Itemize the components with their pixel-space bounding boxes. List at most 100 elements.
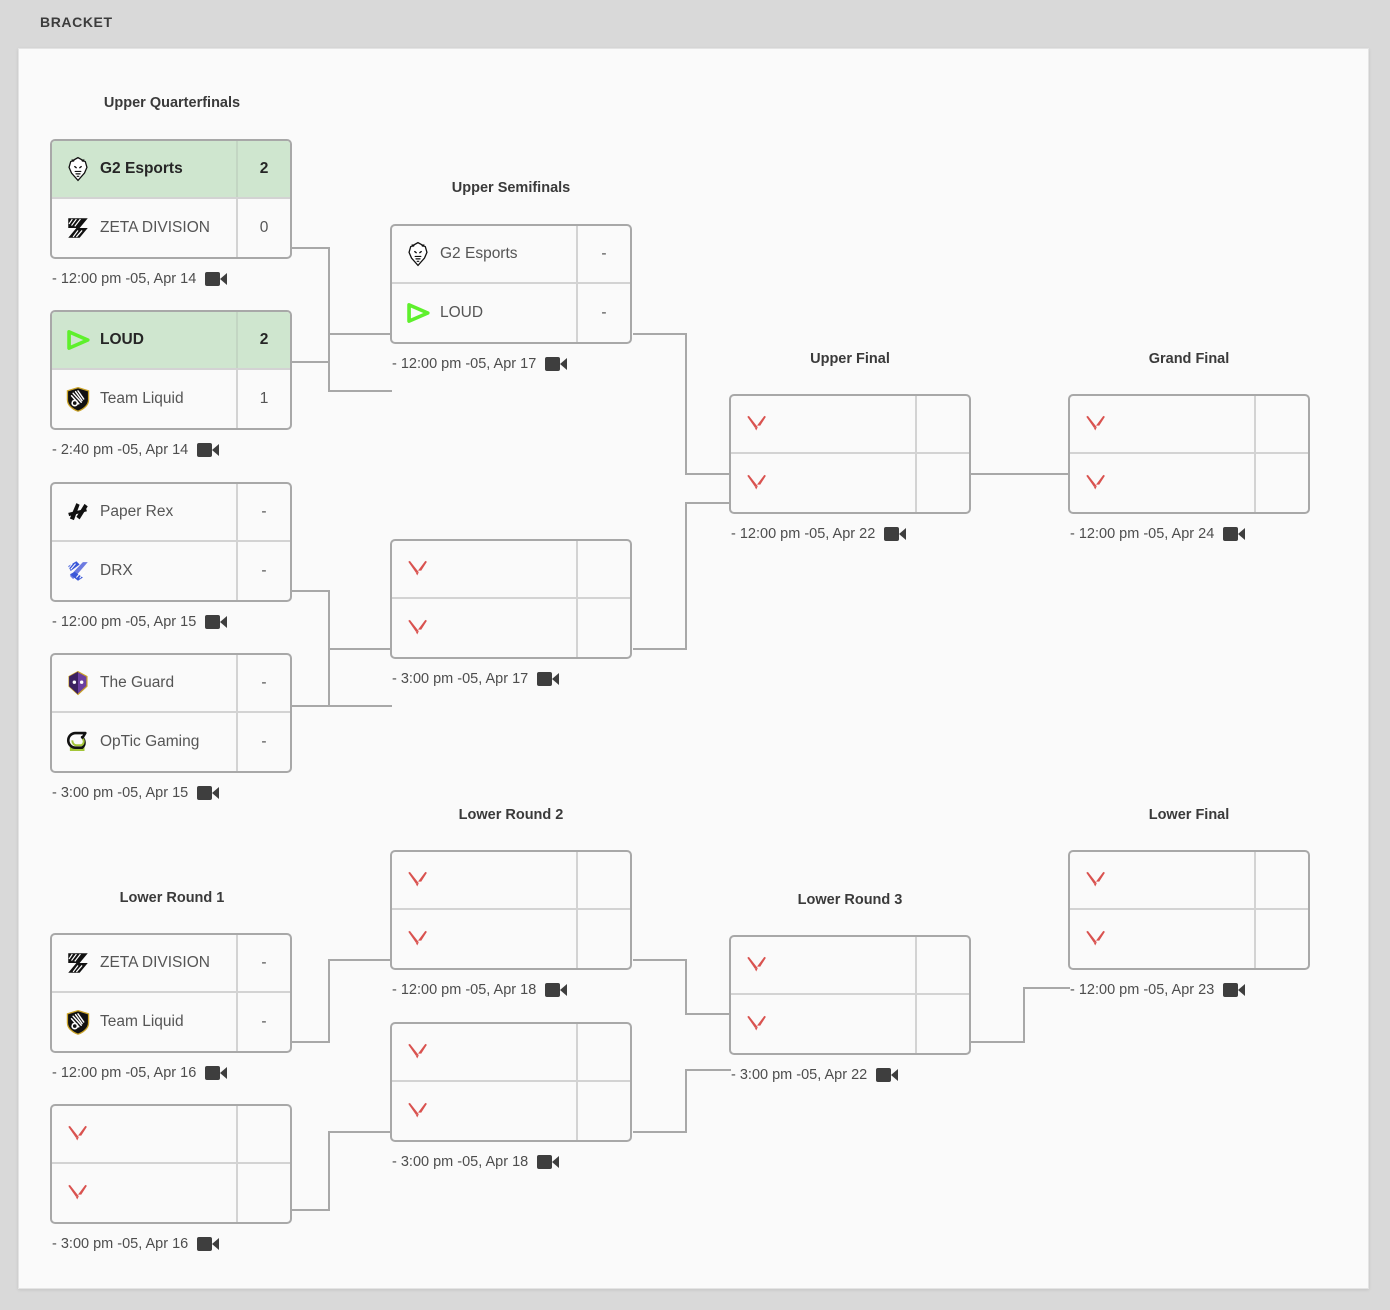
team-cell: Paper Rex: [52, 499, 236, 525]
match-row-bottom[interactable]: [731, 454, 969, 512]
stream-icon[interactable]: [197, 443, 220, 457]
match-row-top[interactable]: The Guard -: [52, 655, 290, 713]
match-box[interactable]: G2 Esports 2 ZETA DIVISION 0: [50, 139, 292, 259]
team-cell: [392, 556, 576, 582]
stream-icon[interactable]: [205, 272, 228, 286]
match-box[interactable]: [1068, 394, 1310, 514]
match-row-top[interactable]: [392, 1024, 630, 1082]
match-box[interactable]: [729, 394, 971, 514]
match-meta: - 12:00 pm -05, Apr 24: [1068, 523, 1310, 545]
match-lower-final[interactable]: - 12:00 pm -05, Apr 23: [1068, 850, 1310, 1001]
match-row-top[interactable]: ZETA DIVISION -: [52, 935, 290, 993]
team-score: -: [236, 542, 290, 600]
stream-icon[interactable]: [205, 615, 228, 629]
team-score: -: [236, 655, 290, 711]
match-meta: - 12:00 pm -05, Apr 22: [729, 523, 971, 545]
stream-icon[interactable]: [205, 1066, 228, 1080]
match-lower-r1-2[interactable]: - 3:00 pm -05, Apr 16: [50, 1104, 292, 1255]
match-row-top[interactable]: G2 Esports 2: [52, 141, 290, 199]
valorant-logo-icon: [1086, 415, 1105, 431]
connector: [328, 590, 330, 650]
match-box[interactable]: LOUD 2 Team Liquid 1: [50, 310, 292, 430]
match-box[interactable]: G2 Esports - LOUD -: [390, 224, 632, 344]
round-title-upper-quarterfinals: Upper Quarterfinals: [103, 95, 241, 111]
connector: [328, 1131, 330, 1211]
match-time: - 12:00 pm -05, Apr 24: [1070, 526, 1215, 542]
match-row-top[interactable]: [52, 1106, 290, 1164]
match-upper-sf-1[interactable]: G2 Esports - LOUD - - 12:00 pm -05, Apr …: [390, 224, 632, 375]
match-box[interactable]: [50, 1104, 292, 1224]
match-box[interactable]: [1068, 850, 1310, 970]
camera-body: [205, 272, 221, 286]
stream-icon[interactable]: [884, 527, 907, 541]
match-box[interactable]: [390, 1022, 632, 1142]
team-name: OpTic Gaming: [100, 733, 200, 750]
match-lower-r2-1[interactable]: - 12:00 pm -05, Apr 18: [390, 850, 632, 1001]
camera-lens: [220, 616, 228, 628]
stream-icon[interactable]: [537, 1155, 560, 1169]
match-box[interactable]: ZETA DIVISION - Team Liquid -: [50, 933, 292, 1053]
match-box[interactable]: [390, 850, 632, 970]
camera-lens: [552, 1156, 560, 1168]
match-row-top[interactable]: [392, 541, 630, 599]
match-meta: - 12:00 pm -05, Apr 14: [50, 268, 292, 290]
team-cell: Team Liquid: [52, 386, 236, 412]
team-cell: [52, 1180, 236, 1206]
match-lower-r1-1[interactable]: ZETA DIVISION - Team Liquid - - 12:00 pm…: [50, 933, 292, 1084]
match-row-top[interactable]: [1070, 396, 1308, 454]
match-grand-final[interactable]: - 12:00 pm -05, Apr 24: [1068, 394, 1310, 545]
match-row-top[interactable]: [731, 396, 969, 454]
match-lower-r2-2[interactable]: - 3:00 pm -05, Apr 18: [390, 1022, 632, 1173]
match-upper-qf-2[interactable]: LOUD 2 Team Liquid 1 - 2:40 pm -05, Apr …: [50, 310, 292, 461]
match-meta: - 3:00 pm -05, Apr 17: [390, 668, 632, 690]
match-row-bottom[interactable]: [392, 599, 630, 657]
match-row-bottom[interactable]: Team Liquid 1: [52, 370, 290, 428]
stream-icon[interactable]: [1223, 527, 1246, 541]
match-row-top[interactable]: Paper Rex -: [52, 484, 290, 542]
match-row-bottom[interactable]: DRX -: [52, 542, 290, 600]
match-upper-sf-2[interactable]: - 3:00 pm -05, Apr 17: [390, 539, 632, 690]
match-upper-final[interactable]: - 12:00 pm -05, Apr 22: [729, 394, 971, 545]
match-box[interactable]: Paper Rex - DRX -: [50, 482, 292, 602]
match-row-bottom[interactable]: OpTic Gaming -: [52, 713, 290, 771]
stream-icon[interactable]: [876, 1068, 899, 1082]
loud-logo-icon: [407, 303, 430, 323]
stream-icon[interactable]: [545, 983, 568, 997]
match-row-bottom[interactable]: Team Liquid -: [52, 993, 290, 1051]
stream-icon[interactable]: [1223, 983, 1246, 997]
stream-icon[interactable]: [545, 357, 568, 371]
team-score: -: [236, 993, 290, 1051]
match-box[interactable]: [729, 935, 971, 1055]
stream-icon[interactable]: [537, 672, 560, 686]
match-row-bottom[interactable]: [1070, 910, 1308, 968]
match-box[interactable]: The Guard - OpTic Gaming -: [50, 653, 292, 773]
match-upper-qf-4[interactable]: The Guard - OpTic Gaming - - 3:00 pm -05…: [50, 653, 292, 804]
match-upper-qf-3[interactable]: Paper Rex - DRX - - 12:00 pm -05, Apr 15: [50, 482, 292, 633]
match-row-bottom[interactable]: [392, 1082, 630, 1140]
match-row-bottom[interactable]: [52, 1164, 290, 1222]
match-lower-r3[interactable]: - 3:00 pm -05, Apr 22: [729, 935, 971, 1086]
connector: [328, 333, 330, 363]
match-time: - 12:00 pm -05, Apr 18: [392, 982, 537, 998]
team-cell: LOUD: [392, 300, 576, 326]
match-row-top[interactable]: [1070, 852, 1308, 910]
match-row-bottom[interactable]: ZETA DIVISION 0: [52, 199, 290, 257]
match-row-top[interactable]: G2 Esports -: [392, 226, 630, 284]
match-row-top[interactable]: [392, 852, 630, 910]
team-name: The Guard: [100, 674, 175, 691]
match-box[interactable]: [390, 539, 632, 659]
match-time: - 3:00 pm -05, Apr 16: [52, 1236, 189, 1252]
match-row-bottom[interactable]: [1070, 454, 1308, 512]
match-row-bottom[interactable]: [731, 995, 969, 1053]
stream-icon[interactable]: [197, 1237, 220, 1251]
match-row-top[interactable]: LOUD 2: [52, 312, 290, 370]
match-upper-qf-1[interactable]: G2 Esports 2 ZETA DIVISION 0 - 12:00 pm …: [50, 139, 292, 290]
match-row-bottom[interactable]: [392, 910, 630, 968]
valorant-logo-icon: [747, 956, 766, 972]
match-row-bottom[interactable]: LOUD -: [392, 284, 630, 342]
round-title-grand-final: Grand Final: [1148, 351, 1230, 367]
match-row-top[interactable]: [731, 937, 969, 995]
bracket-card: Upper Quarterfinals Upper Semifinals Upp…: [18, 48, 1369, 1289]
team-name: LOUD: [100, 331, 144, 348]
stream-icon[interactable]: [197, 786, 220, 800]
